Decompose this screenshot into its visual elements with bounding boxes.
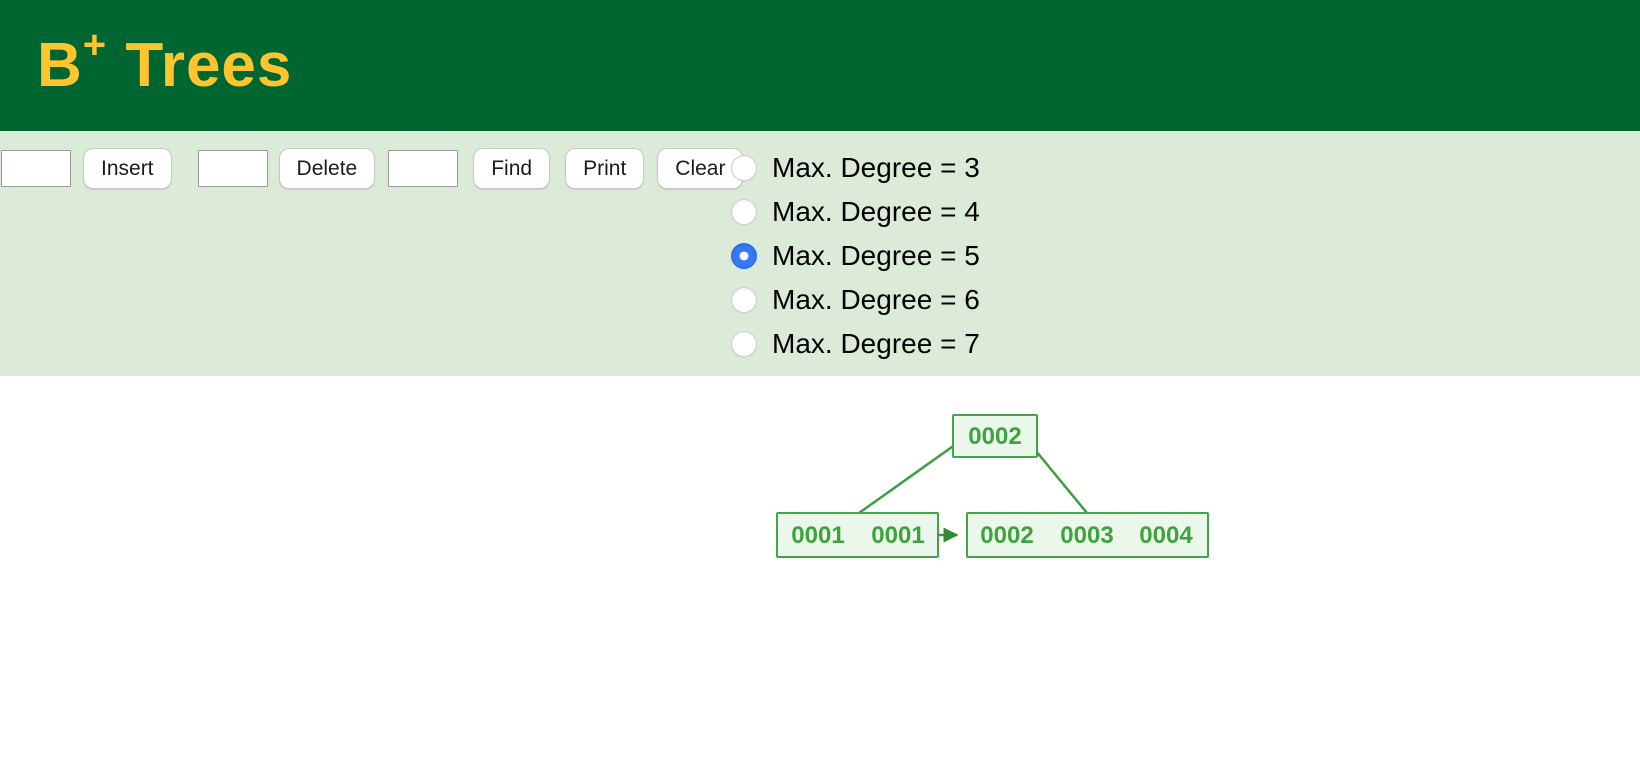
tree-node-leaf-left <box>776 512 939 558</box>
bplus-tree-drawing: 0002 0001 0001 0002 0003 0004 <box>776 414 1209 558</box>
max-degree-radio-group: Max. Degree = 3 Max. Degree = 4 Max. Deg… <box>731 146 980 366</box>
radio-icon[interactable] <box>731 155 757 181</box>
radio-icon[interactable] <box>731 199 757 225</box>
radio-max-degree-5[interactable]: Max. Degree = 5 <box>731 234 980 278</box>
title-word: Trees <box>125 30 293 100</box>
radio-label: Max. Degree = 5 <box>772 240 980 271</box>
root-key: 0002 <box>968 423 1021 450</box>
radio-label: Max. Degree = 6 <box>772 284 980 315</box>
radio-label: Max. Degree = 7 <box>772 328 980 359</box>
leaf-left-key-1: 0001 <box>871 522 924 549</box>
leaf-right-key-0: 0002 <box>980 522 1033 549</box>
delete-button[interactable]: Delete <box>278 148 376 190</box>
edge-root-to-left-leaf <box>858 435 968 515</box>
insert-button[interactable]: Insert <box>83 148 172 190</box>
toolbar: Insert Delete Find Print Clear Max. Degr… <box>0 131 1640 376</box>
delete-input[interactable] <box>197 150 268 188</box>
leaf-right-key-1: 0003 <box>1060 522 1113 549</box>
title-superscript: + <box>82 22 108 67</box>
tree-node-root <box>952 414 1038 458</box>
print-button[interactable]: Print <box>565 148 645 190</box>
app-header: B+ Trees <box>0 0 1640 131</box>
radio-label: Max. Degree = 3 <box>772 152 980 183</box>
find-input[interactable] <box>388 150 459 188</box>
tree-node-leaf-right <box>966 512 1209 558</box>
leaf-right-key-2: 0004 <box>1139 522 1193 549</box>
leaf-left-key-0: 0001 <box>791 522 844 549</box>
tree-canvas: 0002 0001 0001 0002 0003 0004 <box>0 376 1640 774</box>
radio-label: Max. Degree = 4 <box>772 196 980 227</box>
page-title: B+ Trees <box>37 25 292 97</box>
title-letter: B <box>37 30 83 100</box>
radio-max-degree-7[interactable]: Max. Degree = 7 <box>731 322 980 366</box>
radio-max-degree-3[interactable]: Max. Degree = 3 <box>731 146 980 190</box>
find-button[interactable]: Find <box>473 148 551 190</box>
radio-max-degree-4[interactable]: Max. Degree = 4 <box>731 190 980 234</box>
radio-icon[interactable] <box>731 331 757 357</box>
radio-icon[interactable] <box>731 287 757 313</box>
radio-max-degree-6[interactable]: Max. Degree = 6 <box>731 278 980 322</box>
insert-input[interactable] <box>1 150 71 188</box>
controls-row: Insert Delete Find Print Clear <box>0 131 1640 190</box>
clear-button[interactable]: Clear <box>657 148 744 190</box>
radio-icon[interactable] <box>731 243 757 269</box>
